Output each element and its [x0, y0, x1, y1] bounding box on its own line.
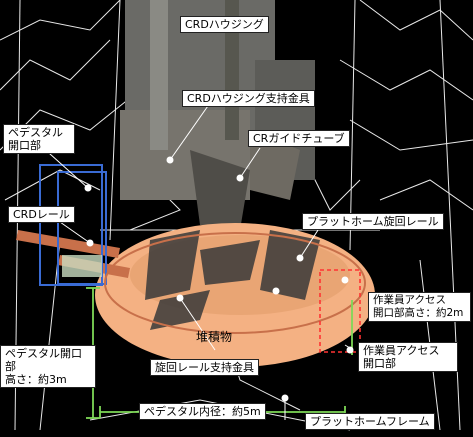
- worker-access-opening-label: 作業員アクセス 開口部: [358, 342, 458, 372]
- platform-rail-label: プラットホーム旋回レール: [302, 213, 444, 230]
- crd-housing-graphic: [120, 0, 315, 230]
- rail-support-bracket-label: 旋回レール支持金具: [150, 359, 259, 376]
- crd-housing-label: CRDハウジング: [180, 16, 269, 33]
- cr-guide-tube-label: CRガイドチューブ: [248, 130, 350, 147]
- deposit-label: 堆積物: [196, 330, 233, 344]
- pedestal-opening-height-label: ペデスタル開口部 高さ：約3m: [0, 345, 96, 388]
- pedestal-opening-box: [39, 164, 107, 286]
- pedestal-opening-label: ペデスタル 開口部: [3, 124, 75, 154]
- platform-frame-label: プラットホームフレーム: [305, 413, 435, 430]
- leader-dots: [84, 156, 354, 402]
- worker-access-height-label: 作業員アクセス 開口部高さ：約2m: [368, 292, 471, 322]
- crd-rail-label: CRDレール: [8, 206, 75, 223]
- crd-housing-bracket-label: CRDハウジング支持金具: [182, 90, 315, 107]
- platform-swing-rail: [104, 232, 366, 334]
- leader-lines: [39, 102, 351, 420]
- pedestal-inner-diameter-label: ペデスタル内径：約5m: [139, 403, 266, 420]
- pedestal-opening-floor: [62, 255, 102, 277]
- worker-access-frame: [319, 269, 361, 353]
